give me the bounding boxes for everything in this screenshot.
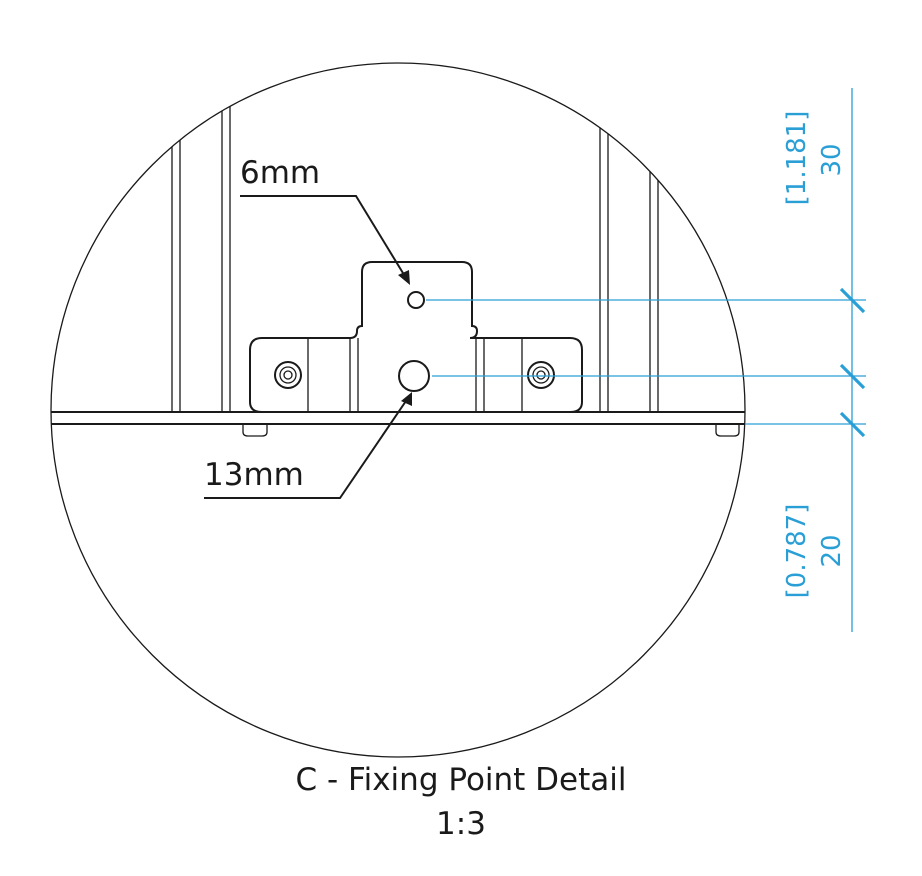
dim-lower-inches: [0.787] [782,504,812,599]
dim-lower-mm: 20 [817,534,847,567]
dim-upper-inches: [1.181] [782,111,812,206]
hole-6mm [407,291,425,309]
frame-vertical-lines [171,63,659,412]
dimension-lines [426,88,866,632]
detail-circle [50,62,746,758]
detail-scale: 1:3 [436,806,486,842]
screw-right [527,361,555,389]
mounting-bracket [249,261,583,413]
dim-upper-mm: 30 [817,143,847,176]
screw-left [274,361,302,389]
label-13mm: 13mm [204,457,304,493]
leader-6mm [240,195,410,285]
detail-title: C - Fixing Point Detail [295,762,627,798]
base-plate [51,411,745,437]
leader-13mm [204,392,412,499]
hole-13mm [398,360,430,392]
label-6mm: 6mm [240,155,320,191]
